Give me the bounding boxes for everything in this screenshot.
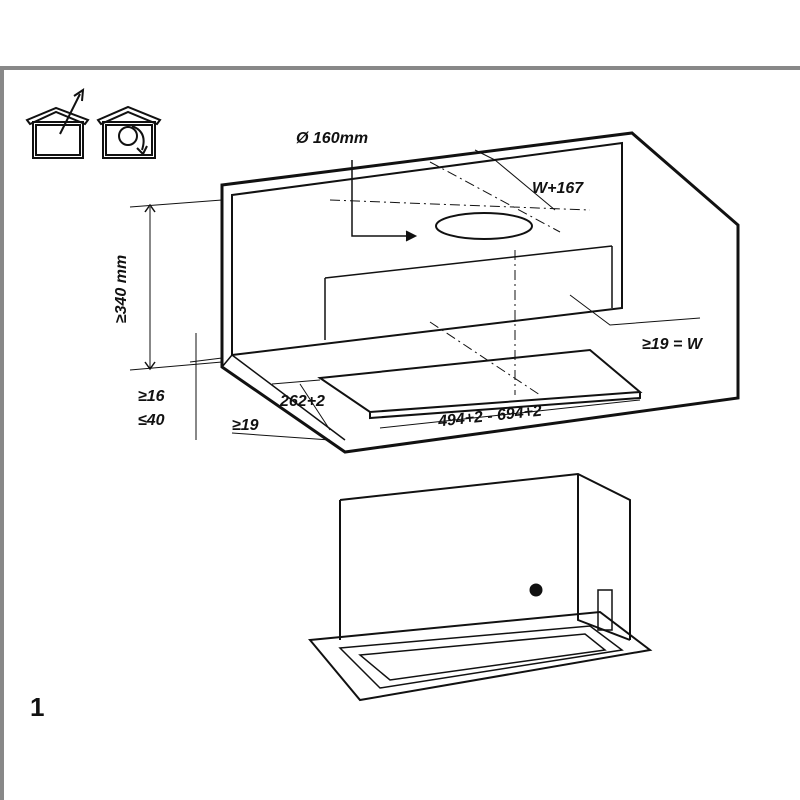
width-plus-label: W+167	[532, 180, 584, 197]
panel-thickness-min-label: ≥16	[138, 388, 165, 405]
front-clearance-label: ≥19	[232, 417, 259, 434]
side-clearance-label: ≥19 = W	[642, 336, 702, 353]
min-height-label: ≥340 mm	[113, 254, 131, 324]
hood-unit-drawing	[308, 472, 653, 702]
cutout-depth-label: 262+2	[280, 393, 325, 410]
cabinet-drawing	[129, 131, 740, 454]
figure-number: 1	[30, 692, 45, 722]
duct-diameter-label: Ø 160mm	[296, 130, 369, 147]
ducted-extraction-icon	[25, 88, 90, 159]
frame-border	[0, 66, 800, 800]
panel-thickness-max-label: ≤40	[138, 412, 165, 429]
recirculation-icon	[96, 105, 162, 159]
